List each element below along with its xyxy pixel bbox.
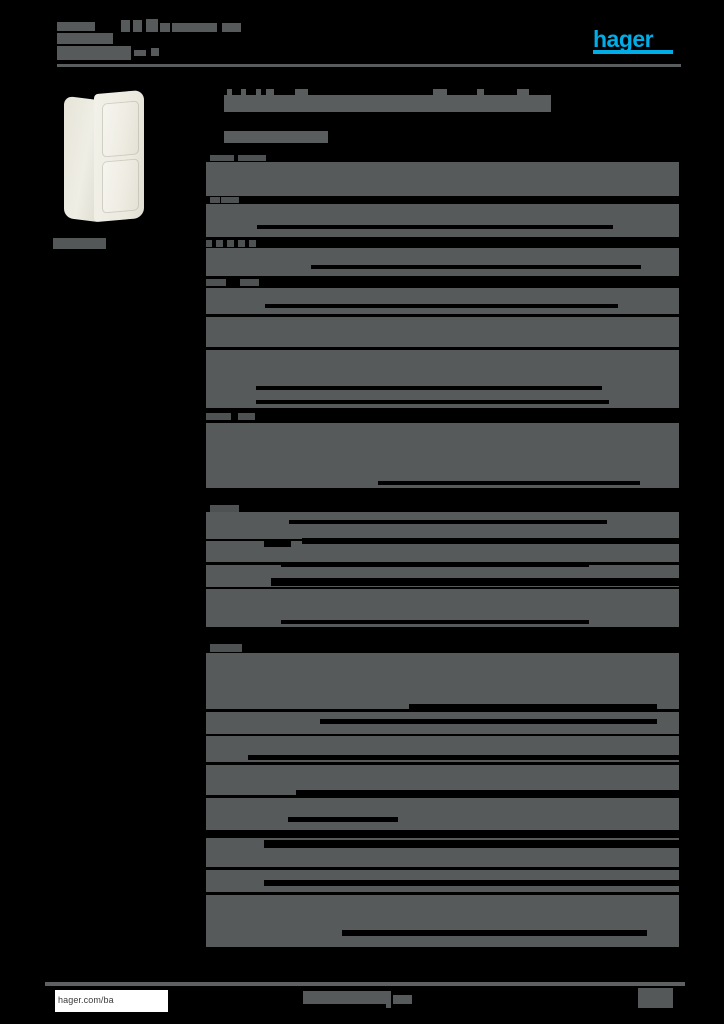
section-1-row-11 xyxy=(249,240,256,247)
rocker-switch-top xyxy=(102,100,139,158)
section-1-row-3 xyxy=(210,197,220,203)
header-text-block-1 xyxy=(57,33,113,44)
section-2-row-10 xyxy=(281,620,589,624)
section-2-row-9 xyxy=(271,578,679,586)
header-text-block-2 xyxy=(121,20,130,32)
section-3-row-4 xyxy=(320,719,657,724)
section-1-row-19 xyxy=(206,350,679,408)
header-text-block-3 xyxy=(133,20,142,32)
section-3-row-6 xyxy=(248,755,679,760)
title-ascender-3 xyxy=(266,89,274,95)
page-title-redacted xyxy=(224,95,551,112)
section-1-row-8 xyxy=(216,240,223,247)
header-text-block-0 xyxy=(57,22,95,31)
section-1-row-12 xyxy=(206,248,679,276)
section-2-row-5 xyxy=(302,538,679,544)
section-1-row-18 xyxy=(206,317,679,347)
section-3-row-9 xyxy=(206,798,679,830)
title-ascender-0 xyxy=(227,89,232,95)
section-2-row-7 xyxy=(281,562,589,567)
title-ascender-5 xyxy=(433,89,447,95)
header-text-block-5 xyxy=(160,23,170,32)
section-3-row-12 xyxy=(264,840,679,848)
title-ascender-2 xyxy=(256,89,261,95)
hager-logo-underline xyxy=(593,50,673,54)
section-1-row-6 xyxy=(257,225,613,229)
footer-center-redacted-2 xyxy=(386,991,391,1008)
section-1-row-1 xyxy=(238,155,266,161)
title-ascender-4 xyxy=(295,89,308,95)
section-3-row-16 xyxy=(342,930,647,936)
section-3-row-1 xyxy=(206,653,679,709)
section-2-row-3 xyxy=(206,541,679,562)
section-2-row-0 xyxy=(210,505,239,512)
product-illustration xyxy=(64,89,144,224)
footer-url-link[interactable]: hager.com/ba xyxy=(58,995,114,1005)
section-3-row-10 xyxy=(288,817,398,822)
header-text-block-7 xyxy=(134,50,146,56)
section-3-row-8 xyxy=(296,790,679,795)
section-1-row-20 xyxy=(256,386,602,390)
page-subtitle-redacted xyxy=(224,131,328,143)
section-1-row-5 xyxy=(206,204,679,237)
header-text-block-6 xyxy=(57,46,131,60)
section-1-row-14 xyxy=(206,279,226,286)
header-text-block-10 xyxy=(222,23,241,32)
section-2-row-4 xyxy=(264,540,291,547)
footer-page-number-redacted xyxy=(638,988,673,1008)
section-1-row-9 xyxy=(227,240,234,247)
header-divider xyxy=(57,64,681,67)
section-1-row-21 xyxy=(256,400,609,404)
header-text-block-8 xyxy=(151,48,159,56)
section-1-row-0 xyxy=(210,155,234,161)
section-1-row-2 xyxy=(206,162,679,196)
section-2-row-11 xyxy=(206,631,679,639)
title-ascender-7 xyxy=(517,89,529,95)
footer-divider xyxy=(45,982,685,986)
title-ascender-1 xyxy=(241,89,246,95)
section-3-row-15 xyxy=(206,895,679,947)
section-1-row-4 xyxy=(221,197,239,203)
section-1-row-23 xyxy=(238,413,255,420)
footer-center-redacted-3 xyxy=(393,995,412,1004)
section-1-row-16 xyxy=(206,288,679,314)
section-1-row-17 xyxy=(265,304,618,308)
rocker-switch-bottom xyxy=(102,158,139,214)
section-3-row-14 xyxy=(264,880,679,886)
section-1-row-7 xyxy=(206,240,212,247)
section-1-row-22 xyxy=(206,413,231,420)
page-header: hager xyxy=(0,0,724,80)
hager-logo: hager xyxy=(593,26,654,52)
header-text-block-4 xyxy=(146,19,158,32)
product-caption-redacted xyxy=(53,238,106,249)
header-text-block-9 xyxy=(172,23,217,32)
section-1-row-24 xyxy=(206,423,679,488)
footer-url-box[interactable]: hager.com/ba xyxy=(55,990,168,1012)
section-2-row-1 xyxy=(206,512,679,539)
section-1-row-25 xyxy=(378,481,640,485)
product-image xyxy=(50,88,160,249)
title-ascender-6 xyxy=(477,89,484,95)
section-1-row-15 xyxy=(240,279,259,286)
footer-center-redacted xyxy=(303,991,390,1004)
section-3-row-0 xyxy=(210,644,242,652)
section-3-row-2 xyxy=(409,704,657,709)
section-1-row-13 xyxy=(311,265,641,269)
section-1-row-10 xyxy=(238,240,245,247)
section-2-row-2 xyxy=(289,520,607,524)
